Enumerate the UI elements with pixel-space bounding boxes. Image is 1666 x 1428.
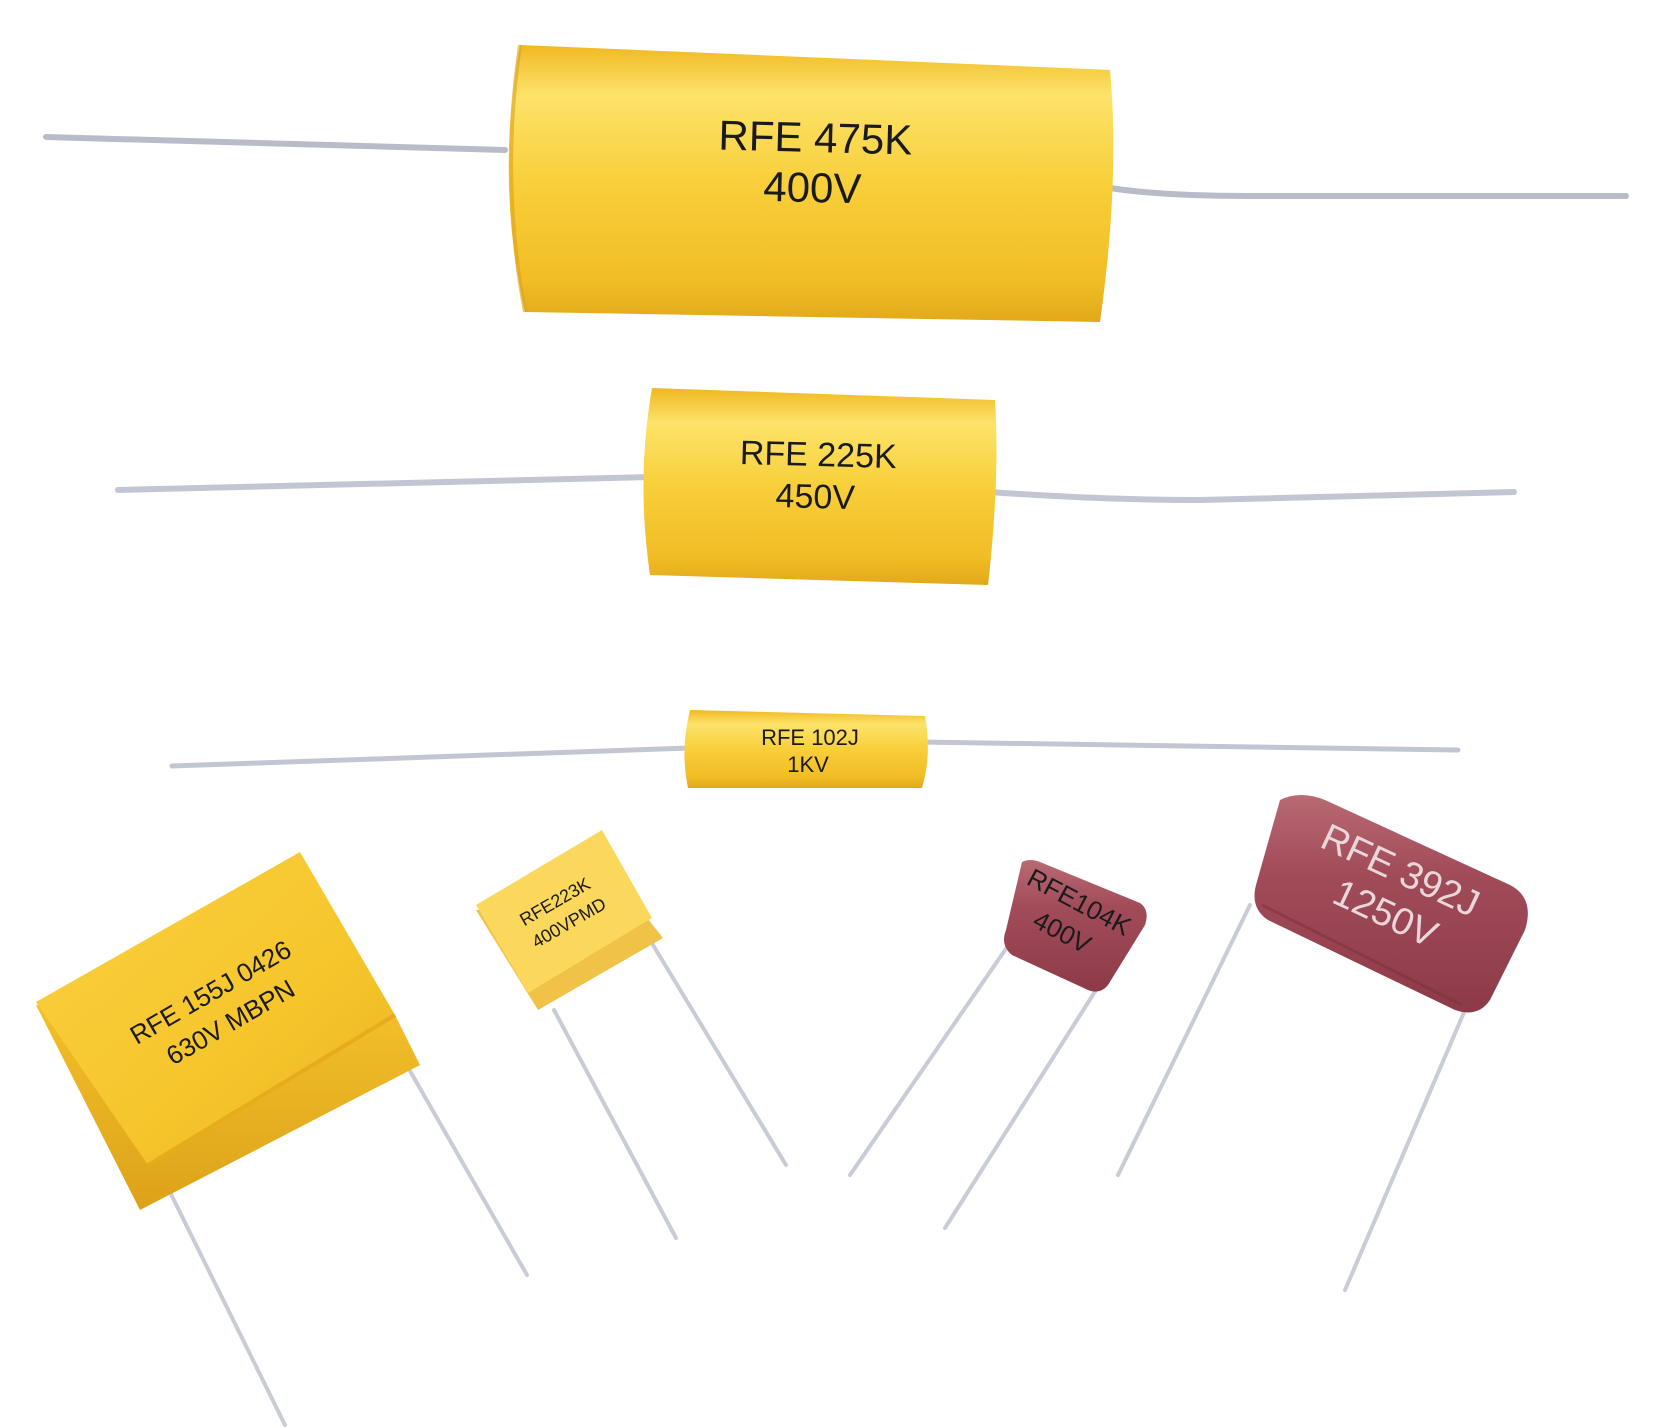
lead-wire-left	[848, 938, 1014, 1177]
axial-capacitor-small: RFE 102J 1KV	[169, 710, 1461, 788]
radial-box-capacitor-small: RFE223K 400VPMD	[476, 830, 788, 1240]
lead-wire-right	[987, 489, 1517, 504]
lead-wire-left	[552, 1008, 678, 1240]
lead-wire-left	[43, 134, 508, 153]
lead-wire-left	[162, 1178, 287, 1427]
lead-wire-right	[648, 938, 788, 1167]
axial-capacitor-medium: RFE 225K 450V	[115, 388, 1517, 585]
capacitor-label-line2: 1KV	[787, 752, 829, 777]
radial-dipped-capacitor-large: RFE 392J 1250V	[1116, 795, 1528, 1292]
radial-box-capacitor-large: RFE 155J 0426 630V MBPN	[36, 852, 529, 1427]
lead-wire-left	[115, 474, 653, 493]
capacitor-body	[1004, 860, 1147, 992]
lead-wire-right	[1343, 1008, 1467, 1292]
capacitor-body	[36, 852, 395, 1165]
capacitor-label-line1: RFE 102J	[761, 725, 859, 750]
capacitor-body	[684, 710, 928, 788]
capacitor-label-line2: 450V	[775, 477, 856, 517]
capacitor-body	[643, 388, 997, 585]
lead-wire-left	[1116, 903, 1252, 1177]
lead-wire-right	[917, 739, 1461, 753]
capacitor-label-line2: 400V	[763, 163, 862, 213]
radial-dipped-capacitor-small: RFE104K 400V	[848, 860, 1147, 1230]
lead-wire-right	[396, 1048, 529, 1277]
capacitor-body	[508, 45, 1114, 322]
capacitor-body	[476, 830, 652, 993]
capacitor-label-line1: RFE 475K	[718, 111, 913, 163]
lead-wire-left	[169, 745, 693, 769]
lead-wire-right	[1107, 185, 1629, 199]
lead-wire-right	[943, 988, 1098, 1230]
axial-capacitor-large: RFE 475K 400V	[43, 44, 1629, 322]
capacitor-body	[1254, 795, 1528, 1013]
capacitor-label-line1: RFE 225K	[739, 434, 897, 476]
